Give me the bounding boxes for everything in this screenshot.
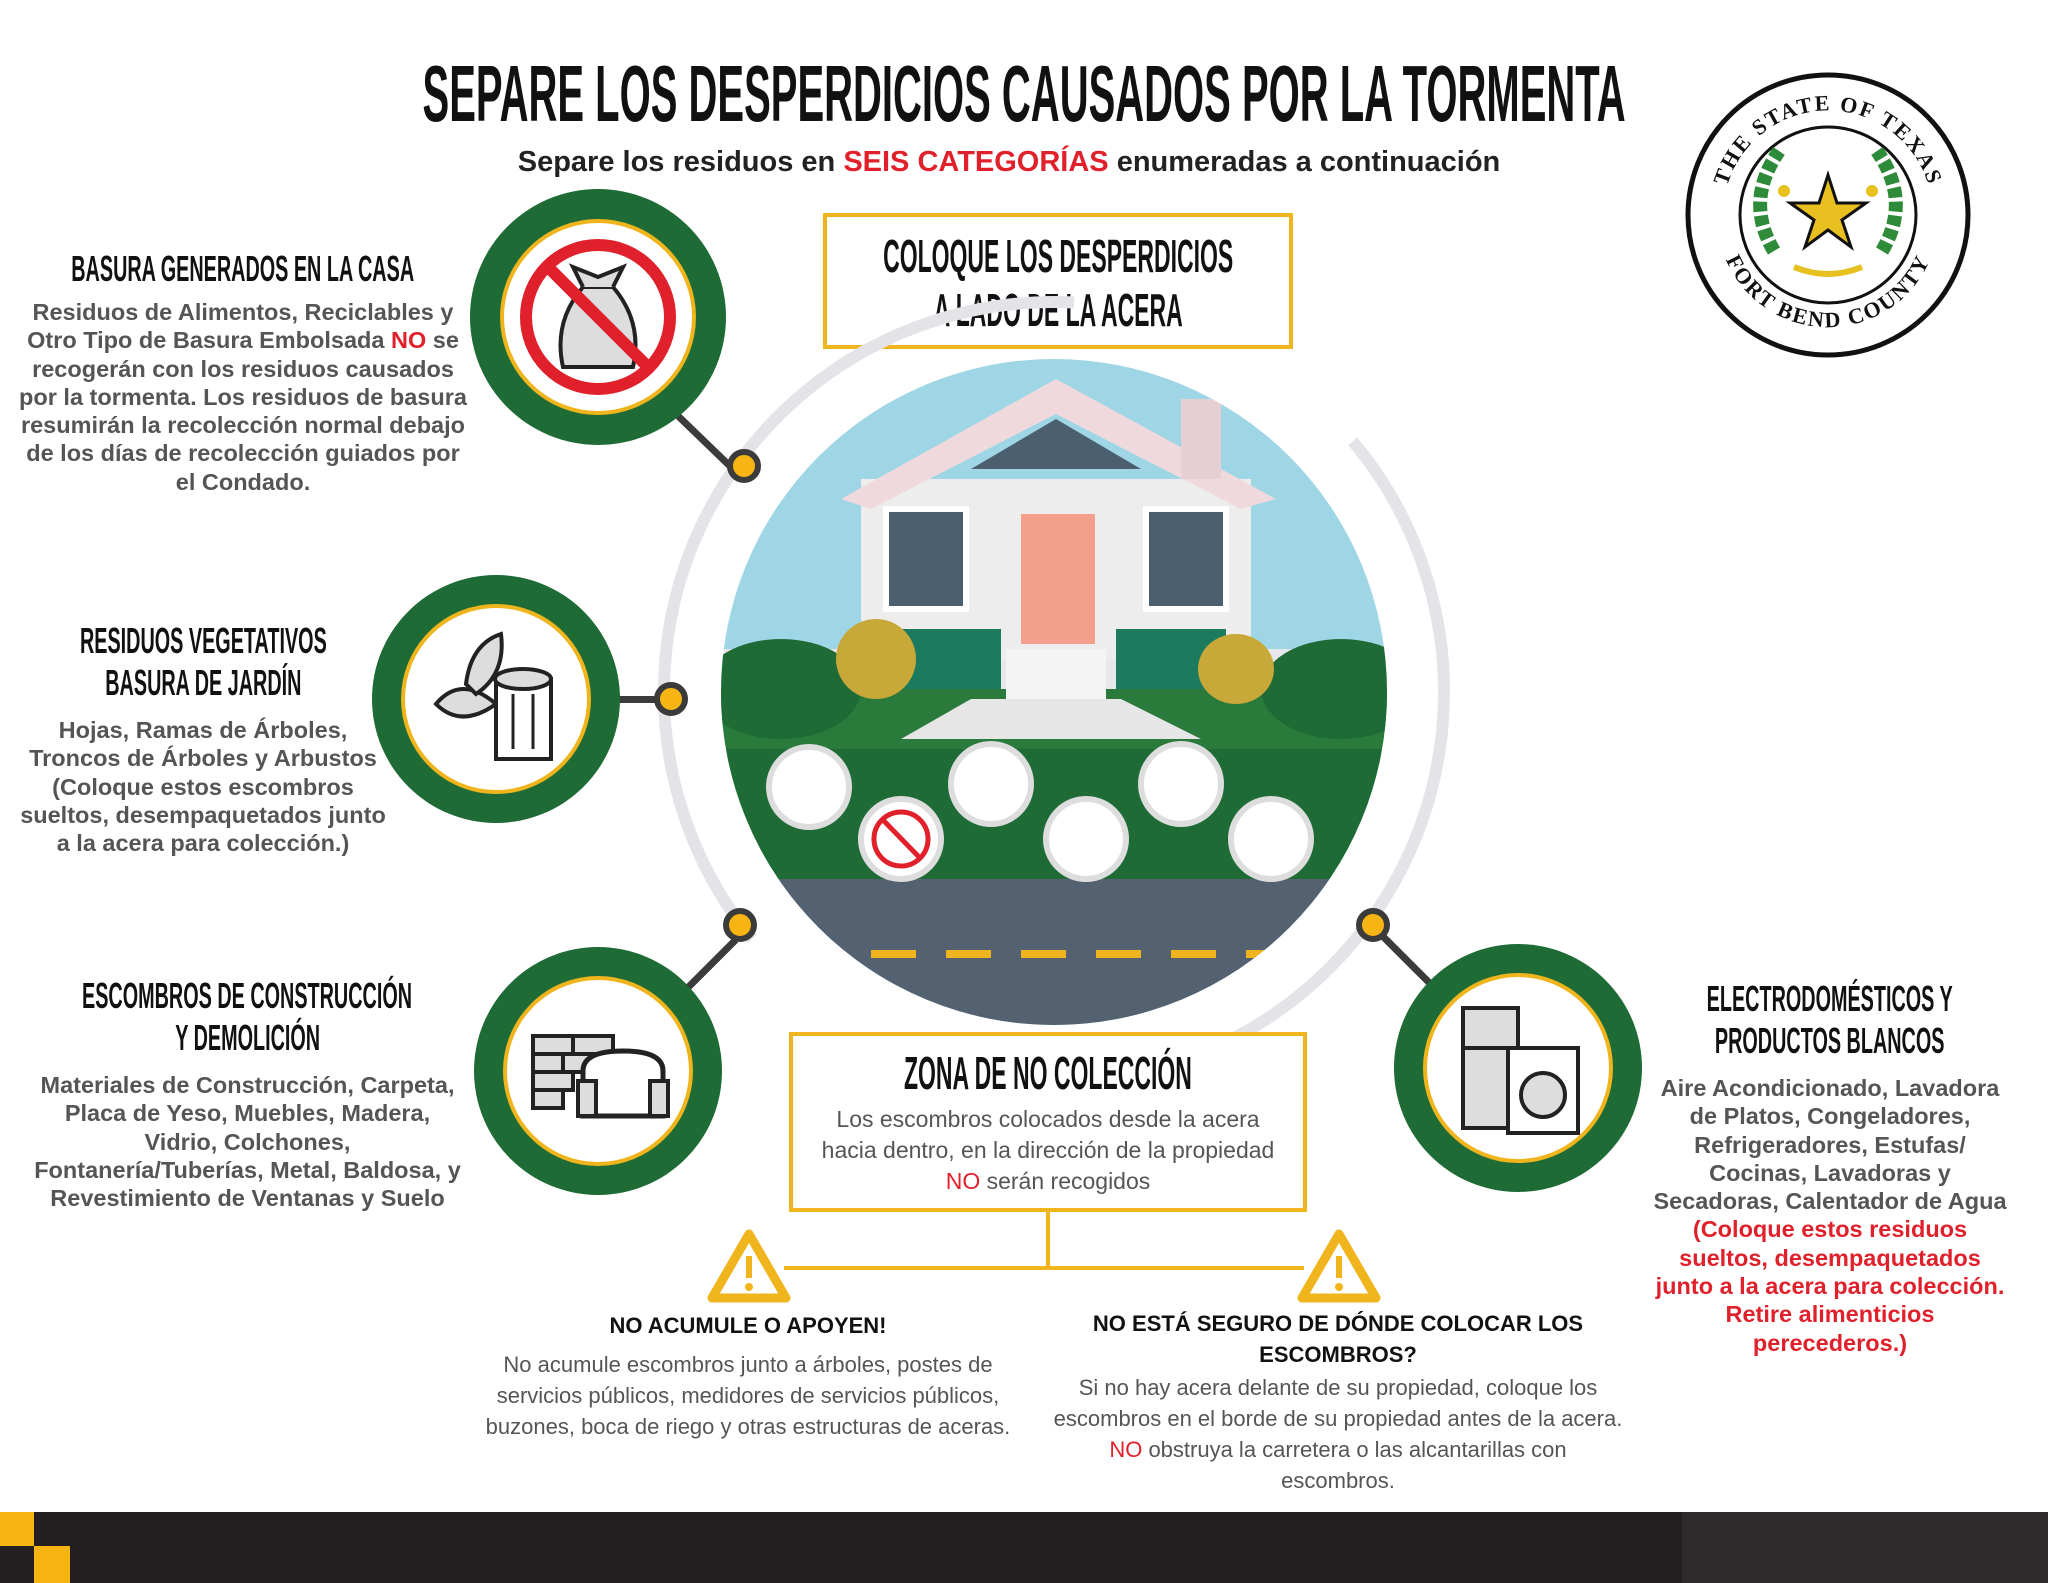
category-household-trash: BASURA GENERADOS EN LA CASA Residuos de … bbox=[19, 248, 467, 495]
connector-line bbox=[784, 1266, 1304, 1270]
no-trash-bag-icon bbox=[520, 239, 676, 395]
fridge-washer-icon bbox=[1461, 1006, 1580, 1135]
no-collection-zone-box: ZONA DE NO COLECCIÓN Los escombros coloc… bbox=[789, 1032, 1307, 1212]
leaves-stump-icon bbox=[433, 631, 553, 761]
connector-line bbox=[1046, 1212, 1050, 1269]
footer-square bbox=[0, 1512, 34, 1546]
footer-bar-right bbox=[1682, 1512, 2048, 1583]
footer-square bbox=[34, 1546, 70, 1583]
warning-unsure-placement: NO ESTÁ SEGURO DE DÓNDE COLOCAR LOS ESCO… bbox=[1053, 1311, 1623, 1493]
warning-no-pile: NO ACUMULE O APOYEN! No acumule escombro… bbox=[485, 1313, 1011, 1439]
subtitle: Separe los residuos en SEIS CATEGORÍAS e… bbox=[517, 146, 1501, 178]
bricks-sofa-icon bbox=[531, 1034, 670, 1119]
appliances-category-icon bbox=[1394, 944, 1642, 1192]
warning-icon bbox=[706, 1228, 792, 1309]
category-construction-debris: ESCOMBROS DE CONSTRUCCIÓN Y DEMOLICIÓN M… bbox=[34, 975, 461, 1212]
category-appliances: ELECTRODOMÉSTICOS Y PRODUCTOS BLANCOS Ai… bbox=[1653, 978, 2007, 1356]
connector-dot bbox=[727, 449, 761, 483]
connector-line bbox=[612, 696, 662, 703]
fort-bend-county-seal: THE STATE OF TEXAS FORT BEND COUNTY bbox=[1684, 71, 1972, 359]
outer-arc bbox=[656, 294, 1452, 1090]
connector-dot bbox=[1356, 908, 1390, 942]
curb-placement-box: COLOQUE LOS DESPERDICIOS A LADO DE LA AC… bbox=[823, 213, 1293, 349]
house-curbside-illustration bbox=[721, 359, 1387, 1025]
warning-icon bbox=[1296, 1228, 1382, 1309]
vegetative-waste-category-icon bbox=[372, 575, 620, 823]
household-trash-category-icon bbox=[470, 189, 726, 445]
page-title: SEPARE LOS DESPERDICIOS CAUSADOS POR LA … bbox=[422, 49, 1626, 138]
connector-dot bbox=[723, 908, 757, 942]
connector-dot bbox=[654, 682, 688, 716]
category-vegetative-waste: RESIDUOS VEGETATIVOS BASURA DE JARDÍN Ho… bbox=[20, 620, 386, 857]
construction-debris-category-icon bbox=[474, 947, 722, 1195]
